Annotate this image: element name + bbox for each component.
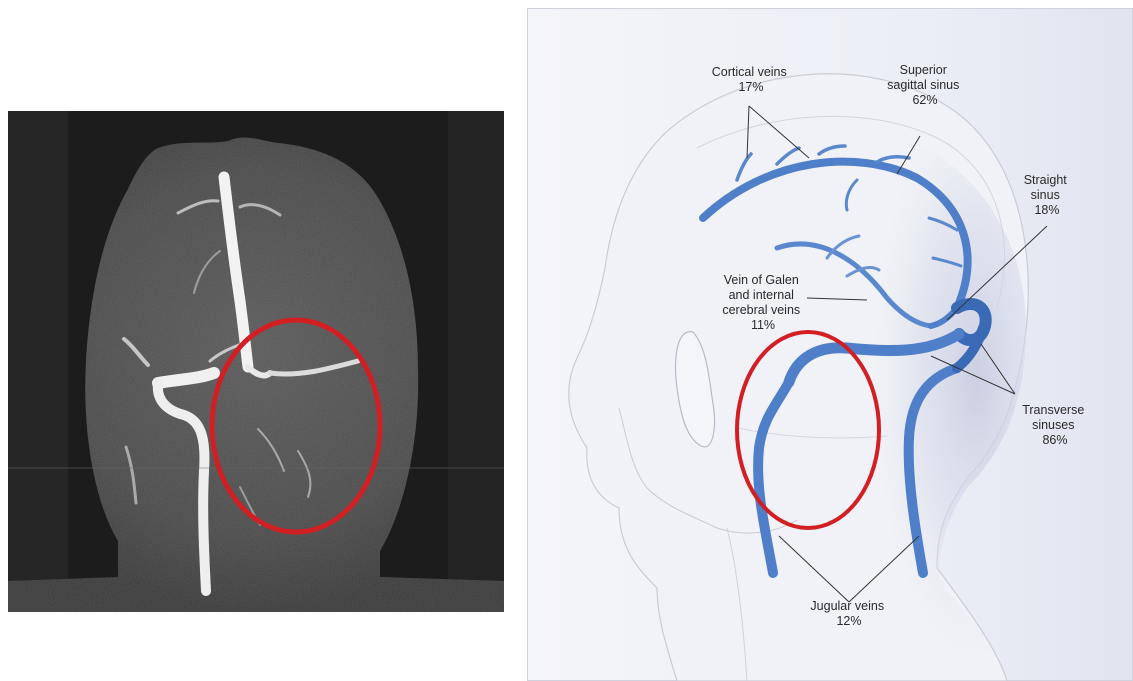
label-straight-line1: Straight: [1024, 173, 1068, 187]
label-galen-line3: cerebral veins: [722, 303, 800, 317]
label-straight-pct: 18%: [1034, 203, 1059, 217]
label-sagittal-line2: sagittal sinus: [887, 78, 959, 92]
label-straight-line2: sinus: [1031, 188, 1060, 202]
mri-venogram-image: [8, 111, 504, 612]
label-sagittal-pct: 62%: [912, 93, 937, 107]
mri-right-band: [448, 111, 504, 612]
label-galen-pct: 11%: [751, 318, 775, 332]
label-transverse-pct: 86%: [1042, 433, 1067, 447]
label-jugular-pct: 12%: [836, 614, 861, 628]
venous-anatomy-illustration: Cortical veins 17% Superior sagittal sin…: [527, 8, 1133, 681]
label-cortical-veins-pct: 17%: [738, 80, 763, 94]
label-cortical-veins-name: Cortical veins: [712, 65, 787, 79]
label-transverse-line2: sinuses: [1032, 418, 1074, 432]
mri-left-band: [8, 111, 68, 612]
label-transverse-line1: Transverse: [1022, 403, 1084, 417]
label-galen-line1: Vein of Galen: [724, 273, 799, 287]
label-sagittal-line1: Superior: [900, 63, 947, 77]
label-galen-line2: and internal: [729, 288, 794, 302]
label-jugular-name: Jugular veins: [810, 599, 884, 613]
